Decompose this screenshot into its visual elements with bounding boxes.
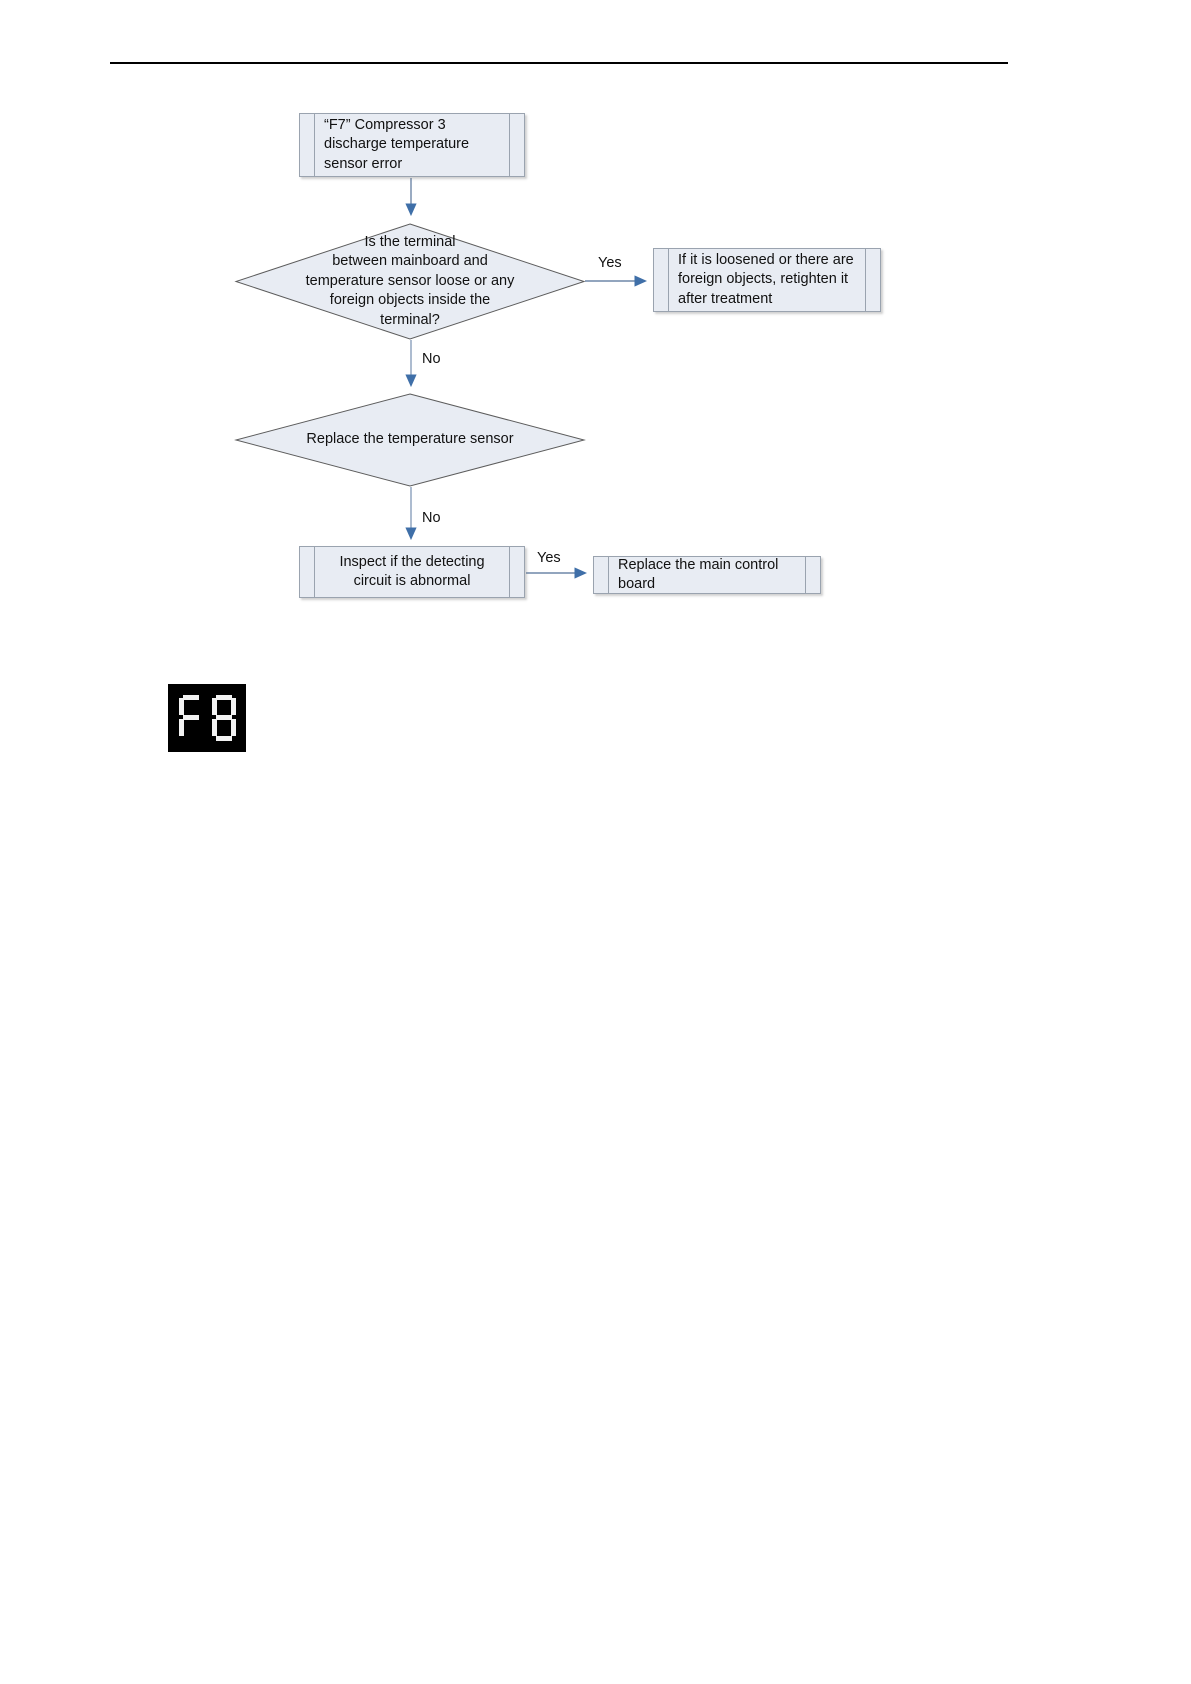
node-inspect-circuit-label: Inspect if the detecting circuit is abno…: [339, 553, 485, 589]
node-retighten-box[interactable]: If it is loosened or there are foreign o…: [653, 248, 881, 312]
segment-g-icon: [182, 715, 199, 720]
edge-label-no-replace: No: [422, 510, 441, 526]
flowchart-diagram: “F7” Compressor 3 discharge temperature …: [0, 0, 1191, 700]
process-right-bar: [509, 547, 524, 597]
edge-label-yes-terminal: Yes: [598, 255, 622, 271]
segment-e-icon: [211, 719, 217, 736]
node-f7-error-box[interactable]: “F7” Compressor 3 discharge temperature …: [299, 113, 525, 177]
process-left-bar: [300, 547, 315, 597]
segment-f-icon: [178, 698, 184, 715]
segment-c-icon: [230, 719, 236, 736]
segment-d-icon: [183, 736, 199, 741]
edge-label-yes-inspect: Yes: [537, 550, 561, 566]
process-left-bar: [654, 249, 669, 311]
segment-d-icon: [215, 736, 232, 741]
node-replace-board-label: Replace the main control board: [618, 556, 779, 592]
process-right-bar: [805, 557, 820, 593]
process-right-bar: [865, 249, 880, 311]
error-code-display: [168, 684, 246, 752]
segment-b-icon: [230, 698, 236, 715]
process-right-bar: [509, 114, 524, 176]
diamond-shape: [234, 223, 586, 340]
edge-label-no-terminal: No: [422, 351, 441, 367]
node-inspect-circuit-box[interactable]: Inspect if the detecting circuit is abno…: [299, 546, 525, 598]
segment-g-icon: [215, 715, 232, 720]
segment-c-icon: [198, 719, 203, 736]
node-retighten-label: If it is loosened or there are foreign o…: [678, 252, 854, 307]
node-replace-sensor-diamond[interactable]: Replace the temperature sensor: [234, 393, 586, 487]
diamond-shape: [234, 393, 586, 487]
process-left-bar: [300, 114, 315, 176]
node-f7-error-label: “F7” Compressor 3 discharge temperature …: [324, 117, 470, 172]
segment-a-icon: [215, 695, 232, 700]
node-terminal-check-diamond[interactable]: Is the terminal between mainboard and te…: [234, 223, 586, 340]
header-rule: [110, 62, 1008, 64]
seven-segment-digit-8: [210, 694, 238, 742]
segment-a-icon: [182, 695, 199, 700]
segment-b-icon: [198, 698, 203, 715]
node-replace-board-box[interactable]: Replace the main control board: [593, 556, 821, 594]
flowchart-connectors: [405, 178, 648, 579]
segment-e-icon: [178, 719, 184, 736]
seven-segment-digit-f: [177, 694, 205, 742]
segment-f-icon: [211, 698, 217, 715]
process-left-bar: [594, 557, 609, 593]
